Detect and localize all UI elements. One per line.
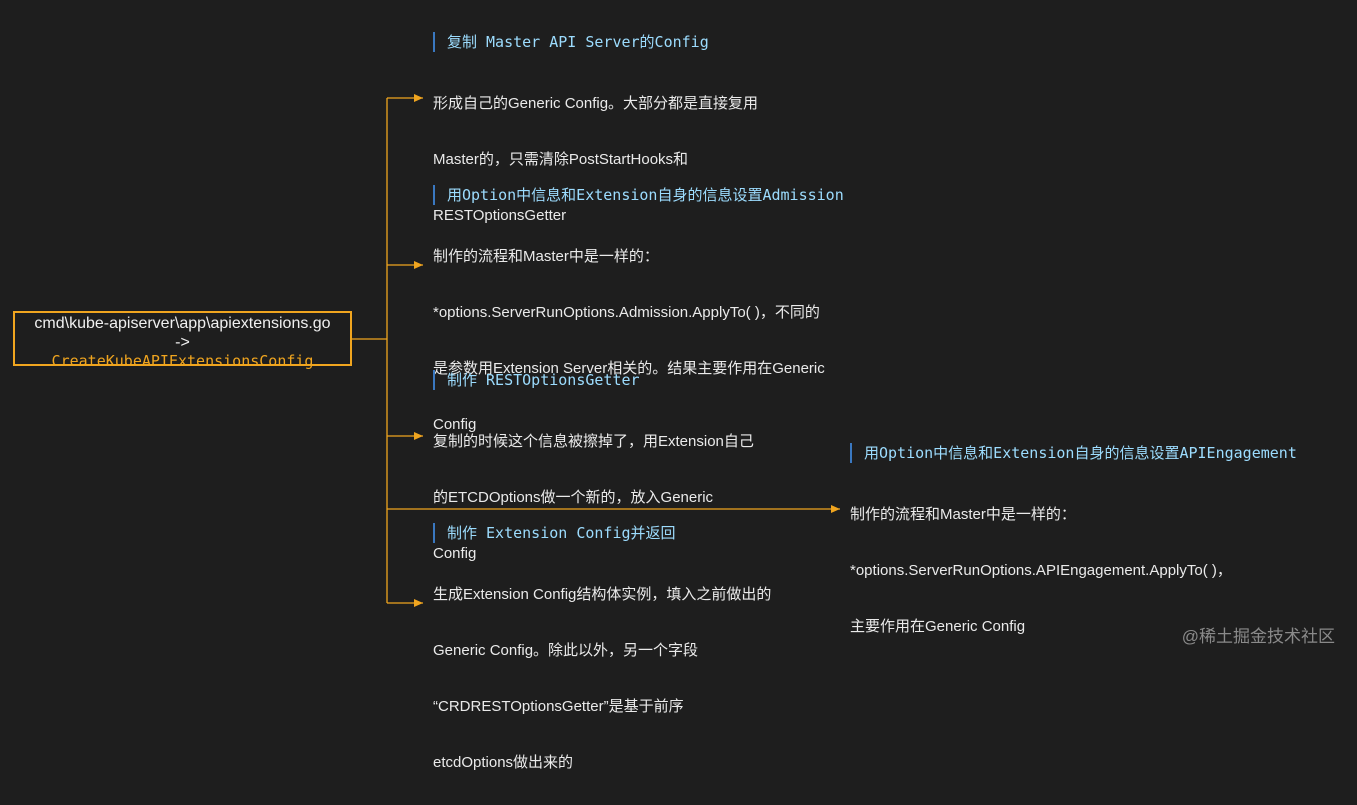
node-title: 用Option中信息和Extension自身的信息设置Admission [433,185,844,205]
node-body-line: Config [433,545,477,562]
watermark: @稀土掘金技术社区 [1181,627,1335,646]
root-node: cmd\kube-apiserver\app\apiextensions.go … [13,311,352,370]
connector-lines [352,94,840,607]
node-body-line: etcdOptions做出来的 [433,754,574,771]
node-body-line: 制作的流程和Master中是一样的： [850,506,1076,523]
node-body-line: Master的，只需清除PostStartHooks和 [433,151,689,168]
node-body-line: 是参数用Extension Server相关的。结果主要作用在Generic [433,360,825,377]
node-body-line: Generic Config。除此以外，另一个字段 [433,642,699,659]
node-body-line: 制作的流程和Master中是一样的： [433,248,659,265]
node-title: 用Option中信息和Extension自身的信息设置APIEngagement [850,443,1297,463]
node-title: 制作 Extension Config并返回 [433,523,771,543]
node-body: 制作的流程和Master中是一样的： *options.ServerRunOpt… [433,215,844,467]
node-title: 制作 RESTOptionsGetter [433,370,754,390]
root-path: cmd\kube-apiserver\app\apiextensions.go [34,315,331,332]
node-body: 生成Extension Config结构体实例，填入之前做出的 Generic … [433,553,771,805]
node-body-line: 生成Extension Config结构体实例，填入之前做出的 [433,586,772,603]
node-title: 复制 Master API Server的Config [433,32,758,52]
node-body-line: *options.ServerRunOptions.APIEngagement.… [850,562,1232,579]
node-extension-config: 制作 Extension Config并返回 生成Extension Confi… [433,523,771,805]
node-body-line: 主要作用在Generic Config [850,618,1026,635]
node-body-line: 形成自己的Generic Config。大部分都是直接复用 [433,95,759,112]
node-body-line: RESTOptionsGetter [433,207,567,224]
node-body-line: *options.ServerRunOptions.Admission.Appl… [433,304,820,321]
node-body-line: 的ETCDOptions做一个新的，放入Generic [433,489,714,506]
node-body-line: Config [433,416,477,433]
node-rest-options-getter: 制作 RESTOptionsGetter 复制的时候这个信息被擦掉了，用Exte… [433,370,754,596]
node-body-line: 复制的时候这个信息被擦掉了，用Extension自己 [433,433,754,450]
node-copy-config: 复制 Master API Server的Config 形成自己的Generic… [433,32,758,258]
root-function: CreateKubeAPIExtensionsConfig [51,352,314,370]
node-body: 形成自己的Generic Config。大部分都是直接复用 Master的，只需… [433,62,758,258]
node-body: 制作的流程和Master中是一样的： *options.ServerRunOpt… [850,473,1297,669]
root-arrow: -> [175,334,190,351]
mind-map: cmd\kube-apiserver\app\apiextensions.go … [13,32,1335,771]
node-admission: 用Option中信息和Extension自身的信息设置Admission 制作的… [433,185,844,467]
node-api-engagement: 用Option中信息和Extension自身的信息设置APIEngagement… [850,443,1297,669]
node-body-line: “CRDRESTOptionsGetter”是基于前序 [433,698,684,715]
node-body: 复制的时候这个信息被擦掉了，用Extension自己 的ETCDOptions做… [433,400,754,596]
